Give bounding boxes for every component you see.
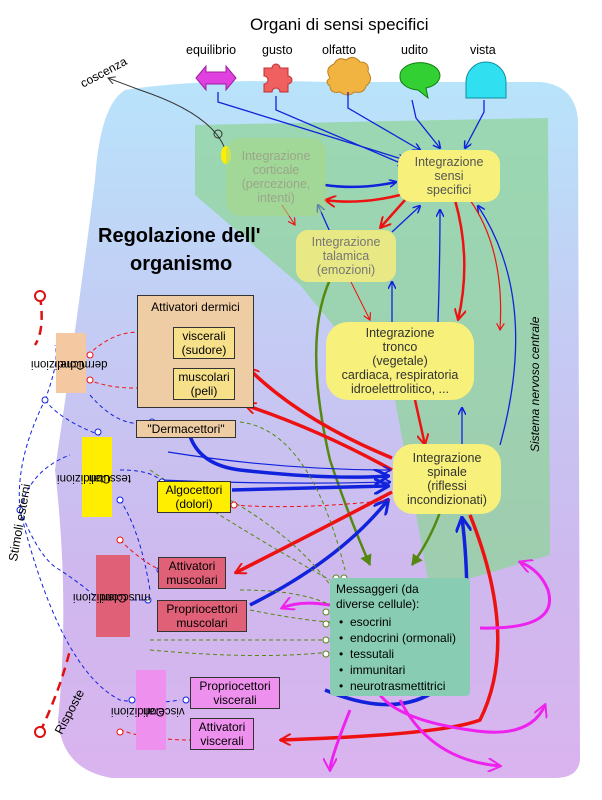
sensi-to-tronco-arrow bbox=[455, 199, 464, 320]
hormonal-arrows bbox=[282, 562, 551, 770]
olfatto-icon bbox=[326, 56, 372, 96]
messaggeri-item: neurotrasmettitrici bbox=[339, 678, 464, 694]
viscerali-sudore-box: viscerali(sudore) bbox=[173, 327, 235, 359]
algocettori-box: Algocettori(dolori) bbox=[157, 481, 231, 513]
gusto-icon bbox=[263, 63, 293, 93]
vista-icon bbox=[465, 61, 507, 99]
sense-label-gusto: gusto bbox=[262, 43, 293, 57]
messaggeri-item: immunitari bbox=[339, 662, 464, 678]
messaggeri-item: tessutali bbox=[339, 646, 464, 662]
muscolari-peli-box: muscolari(peli) bbox=[173, 368, 235, 400]
sense-label-equilibrio: equilibrio bbox=[186, 43, 237, 57]
messaggeri-title-1: Messaggeri (da bbox=[336, 582, 419, 596]
stimulus-dashed-line bbox=[33, 295, 43, 346]
sense-label-vista: vista bbox=[470, 43, 496, 57]
messaggeri-item: endocrini (ormonali) bbox=[339, 630, 464, 646]
tronco-to-sensi-arrow bbox=[438, 210, 440, 323]
main-title-line2: organismo bbox=[130, 253, 233, 275]
sensi-to-talamica-arrow bbox=[380, 199, 406, 228]
sense-label-olfatto: olfatto bbox=[322, 43, 357, 57]
coscenza-arrow bbox=[108, 78, 227, 153]
tronco-to-spinale-arrow bbox=[413, 399, 425, 445]
messaggeri-item: esocrini bbox=[339, 614, 464, 630]
talamica-to-messaggeri-arrow bbox=[314, 269, 372, 566]
messaggeri-box: Messaggeri (da diverse cellule): esocrin… bbox=[330, 578, 470, 696]
messaggeri-title-2: diverse cellule): bbox=[336, 597, 420, 611]
main-title-line1: Regolazione dell' bbox=[98, 225, 261, 247]
snc-label: Sistema nervoso centrale bbox=[528, 316, 542, 452]
equilibrio-icon bbox=[195, 64, 237, 92]
dermacettori-box: "Dermacettori" bbox=[136, 420, 236, 438]
sense-input-arrows bbox=[217, 92, 485, 165]
sense-label-udito: udito bbox=[401, 43, 429, 57]
cortical-to-sensi-arrow bbox=[324, 182, 396, 189]
diagram-title: Organi di sensi specifici bbox=[250, 15, 429, 34]
attivatori-dermici-label: Attivatori dermici bbox=[151, 300, 240, 314]
udito-icon bbox=[399, 62, 441, 100]
sensi-to-tronco-thin bbox=[469, 199, 501, 330]
spinale-to-messaggeri-arrow bbox=[410, 511, 442, 566]
talamica-to-sensi-arrow bbox=[391, 206, 420, 233]
response-dashed-line bbox=[38, 649, 72, 733]
spinale-to-sensi-arrow bbox=[478, 206, 517, 446]
sensi-to-cortical-arrow bbox=[325, 193, 401, 202]
